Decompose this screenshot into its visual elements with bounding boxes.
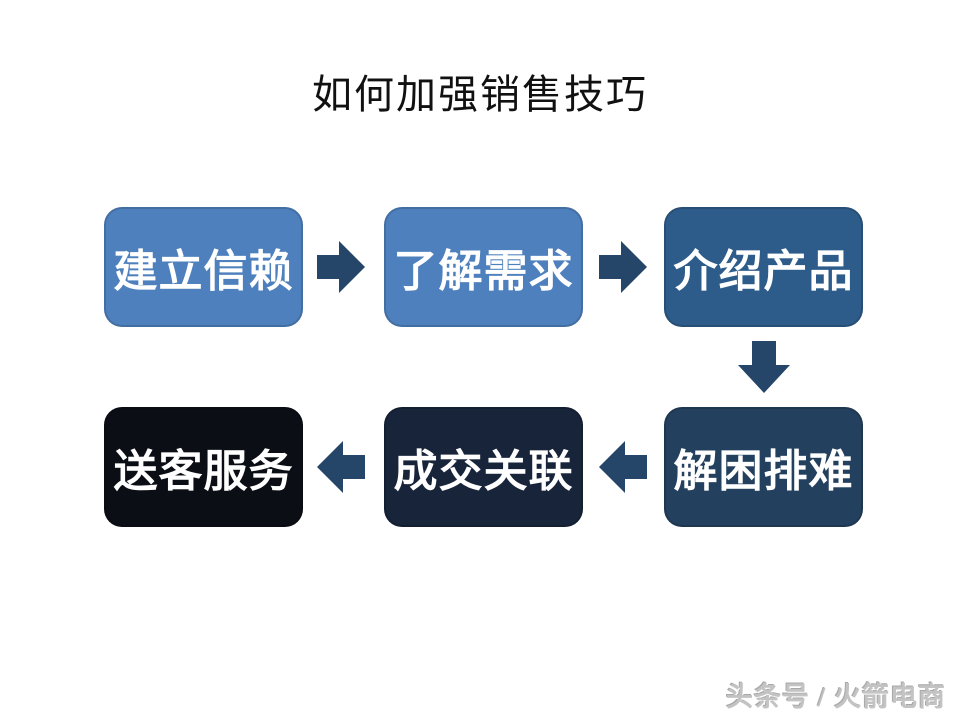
flow-step-label: 介绍产品 xyxy=(673,247,854,296)
arrow-down-icon xyxy=(736,341,792,393)
flow-step-label: 了解需求 xyxy=(393,247,574,296)
flow-step-send-off-service: 送客服务 xyxy=(104,407,303,527)
arrow-right-icon xyxy=(317,239,365,295)
flow-step-label: 解困排难 xyxy=(673,447,854,496)
flow-step-solve-problems: 解困排难 xyxy=(664,407,863,527)
flow-step-label: 建立信赖 xyxy=(113,247,294,296)
arrow-left-icon xyxy=(317,439,365,495)
page-title: 如何加强销售技巧 xyxy=(312,72,648,117)
flow-step-introduce-product: 介绍产品 xyxy=(664,207,863,327)
flow-step-label: 成交关联 xyxy=(393,447,574,496)
flow-step-close-deal: 成交关联 xyxy=(384,407,583,527)
arrow-left-icon xyxy=(599,439,647,495)
flow-step-build-trust: 建立信赖 xyxy=(104,207,303,327)
flow-step-label: 送客服务 xyxy=(113,447,294,496)
flow-step-understand-needs: 了解需求 xyxy=(384,207,583,327)
watermark-text: 头条号 / 火箭电商 xyxy=(725,682,946,712)
arrow-right-icon xyxy=(599,239,647,295)
